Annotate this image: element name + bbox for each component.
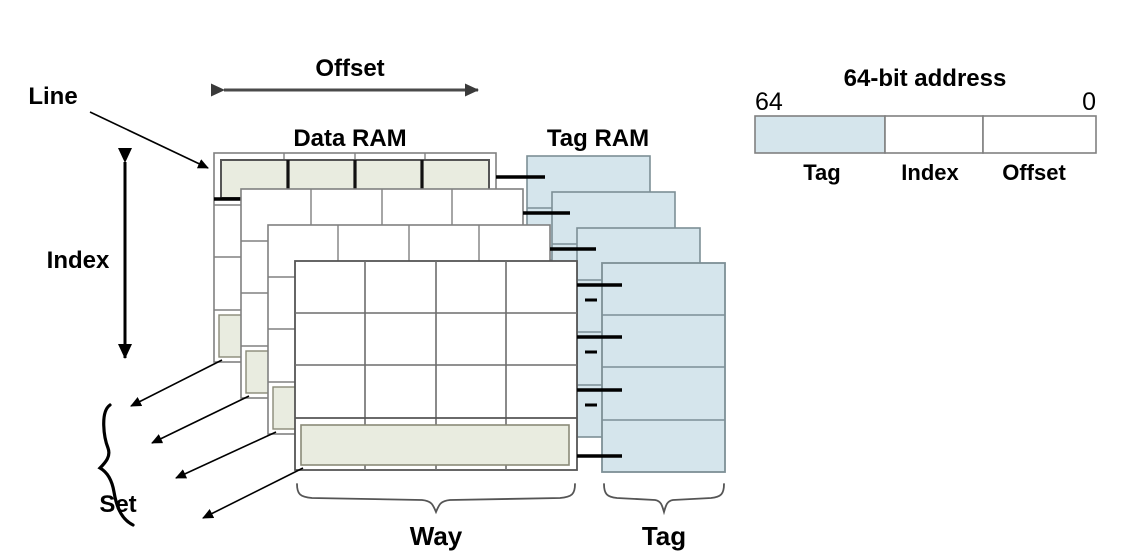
set-arrow-4 [202, 467, 304, 519]
address-field-tag [754, 115, 886, 154]
address-field-label-tag: Tag [803, 160, 840, 185]
line-label: Line [28, 83, 77, 110]
line-callout-arrow [89, 111, 209, 169]
set-brace [97, 403, 135, 527]
address-msb-label: 64 [755, 88, 783, 116]
address-field-label-offset: Offset [1002, 160, 1066, 185]
data-ram-title: Data RAM [293, 125, 406, 152]
tag-brace [603, 483, 725, 516]
address-bar [754, 115, 1097, 154]
set-row-layer-4 [300, 424, 570, 466]
set-arrows [130, 359, 304, 519]
set-arrow-1 [130, 359, 223, 407]
tag-ram-layer-4 [601, 262, 726, 473]
set-arrow-3 [175, 431, 277, 479]
way-label: Way [410, 521, 463, 551]
address-title: 64-bit address [844, 65, 1007, 92]
offset-label: Offset [315, 55, 384, 82]
index-label: Index [47, 247, 110, 274]
tag-ram-title: Tag RAM [547, 125, 649, 152]
data-ram-layer-4 [294, 260, 578, 471]
tag-label: Tag [642, 521, 686, 551]
address-field-label-index: Index [901, 160, 959, 185]
address-field-index [884, 115, 984, 154]
address-lsb-label: 0 [1082, 88, 1096, 116]
way-brace [296, 483, 576, 515]
address-field-offset [982, 115, 1097, 154]
set-label: Set [99, 491, 136, 518]
set-arrow-2 [151, 395, 250, 444]
